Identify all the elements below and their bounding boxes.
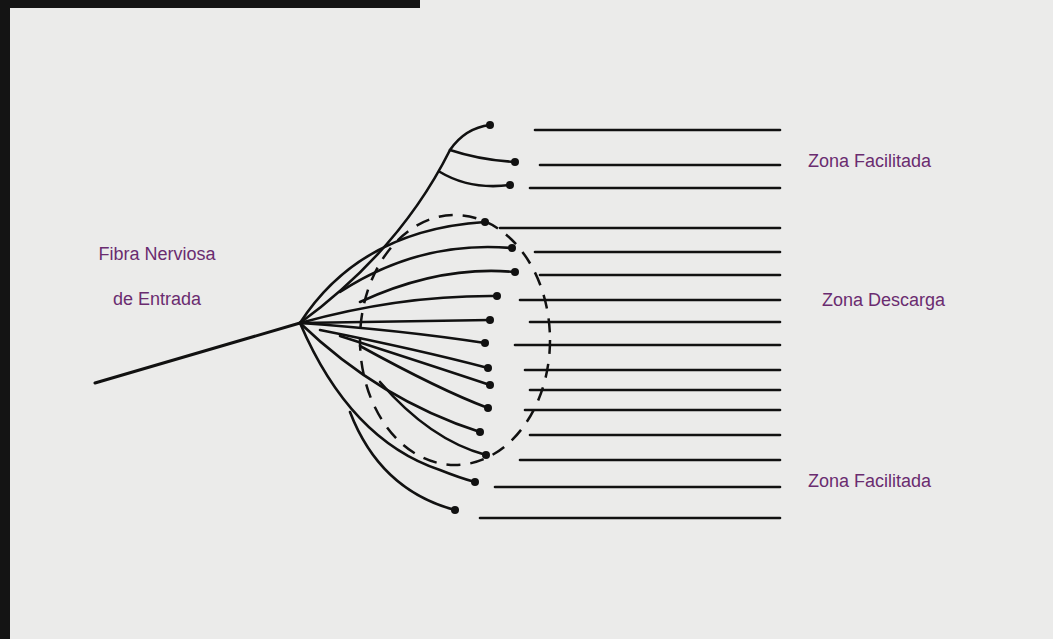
fiber-label: Fibra Nerviosa de Entrada <box>92 232 222 322</box>
zone-label: Zona Descarga <box>822 289 945 311</box>
input-fiber <box>95 323 300 383</box>
output-fibers <box>480 130 780 518</box>
fiber-branches <box>300 125 515 510</box>
zone-label: Zona Facilitada <box>808 470 931 492</box>
discharge-zone-outline <box>360 215 550 465</box>
synaptic-terminals <box>451 121 519 514</box>
frame-edge <box>0 0 10 639</box>
frame-edge <box>0 0 420 8</box>
zone-label: Zona Facilitada <box>808 150 931 172</box>
